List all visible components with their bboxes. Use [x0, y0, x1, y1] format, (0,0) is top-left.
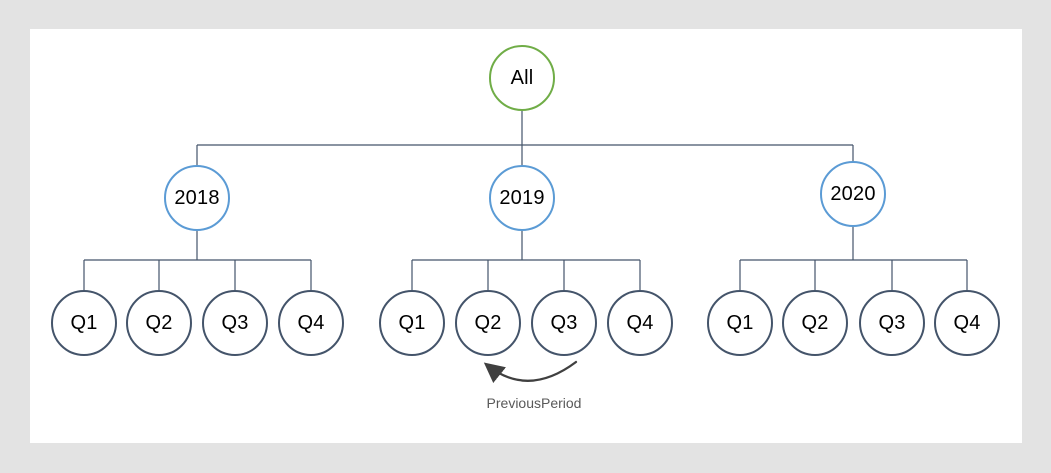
diagram-canvas: All 2018 2019 2020 Q1 Q2 Q3 Q4 Q1 Q2: [30, 29, 1022, 443]
node-2018-q2-label: Q2: [145, 311, 173, 334]
node-2020-q2-label: Q2: [801, 311, 829, 334]
node-2020-q3: Q3: [859, 290, 925, 356]
node-2019-q4-label: Q4: [626, 311, 654, 334]
node-2019-q1: Q1: [379, 290, 445, 356]
node-2019-q2: Q2: [455, 290, 521, 356]
node-2018-q3: Q3: [202, 290, 268, 356]
node-2020-q2: Q2: [782, 290, 848, 356]
node-all: All: [489, 45, 555, 111]
node-2019: 2019: [489, 165, 555, 231]
node-2020-q4-label: Q4: [953, 311, 981, 334]
node-2019-q2-label: Q2: [474, 311, 502, 334]
node-2018-q4-label: Q4: [297, 311, 325, 334]
node-2020-q1-label: Q1: [726, 311, 754, 334]
node-2018-q1: Q1: [51, 290, 117, 356]
node-2018-q2: Q2: [126, 290, 192, 356]
connector-lines: [83, 111, 968, 384]
previous-period-arrow: [483, 360, 578, 384]
node-all-label: All: [510, 66, 534, 89]
node-2019-q3: Q3: [531, 290, 597, 356]
node-2018-q1-label: Q1: [70, 311, 98, 334]
node-2018: 2018: [164, 165, 230, 231]
node-2020-q3-label: Q3: [878, 311, 906, 334]
node-2019-q4: Q4: [607, 290, 673, 356]
node-2020: 2020: [820, 161, 886, 227]
node-2019-q1-label: Q1: [398, 311, 426, 334]
node-2019-label: 2019: [499, 186, 545, 209]
node-2020-q1: Q1: [707, 290, 773, 356]
node-2018-q3-label: Q3: [221, 311, 249, 334]
previous-period-label: PreviousPeriod: [486, 395, 582, 411]
node-2020-q4: Q4: [934, 290, 1000, 356]
node-2018-label: 2018: [174, 186, 220, 209]
node-2018-q4: Q4: [278, 290, 344, 356]
node-2019-q3-label: Q3: [550, 311, 578, 334]
node-2020-label: 2020: [830, 182, 876, 205]
